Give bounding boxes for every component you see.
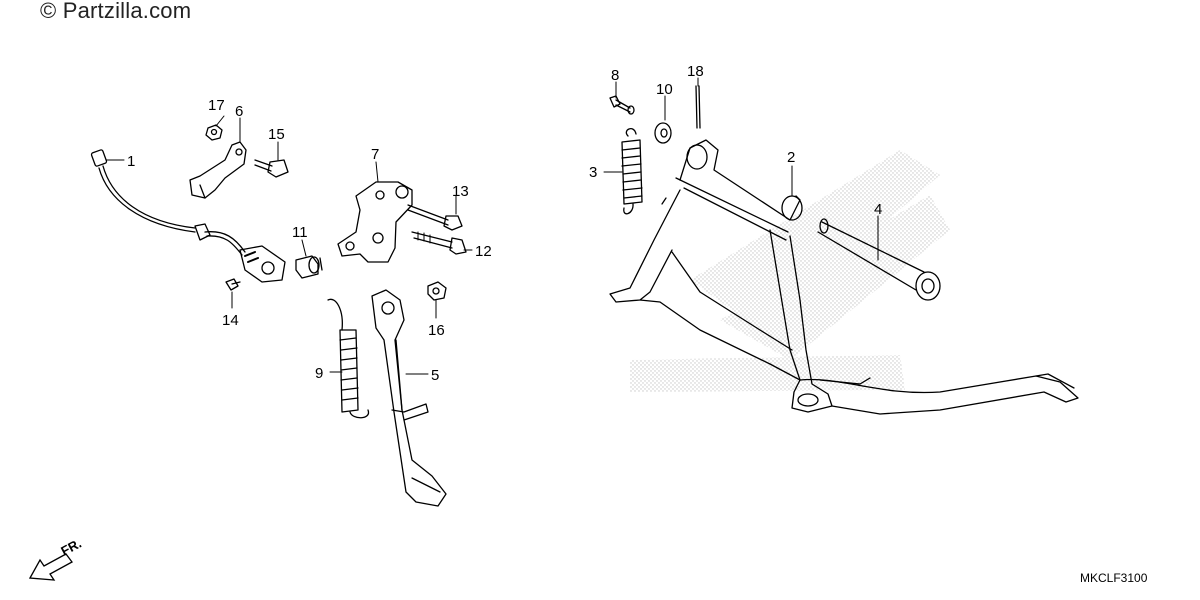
part-13-bolt[interactable] <box>407 204 463 231</box>
part-6-bracket[interactable] <box>189 141 247 199</box>
callout-2: 2 <box>787 149 795 166</box>
part-15-bolt[interactable] <box>254 159 289 178</box>
callout-6: 6 <box>235 103 243 120</box>
part-10-washer[interactable] <box>654 122 672 144</box>
part-1-side-stand-switch[interactable] <box>90 149 286 283</box>
callout-9: 9 <box>315 365 323 382</box>
honda-wing-watermark <box>630 150 950 392</box>
callout-17: 17 <box>208 97 225 114</box>
callout-8: 8 <box>611 67 619 84</box>
part-14-screw[interactable] <box>225 278 241 291</box>
part-4-shaft[interactable] <box>817 218 941 301</box>
part-18-cotter-pin[interactable] <box>695 85 701 129</box>
callout-5: 5 <box>431 367 439 384</box>
part-8-pin-bolt[interactable] <box>609 95 635 115</box>
part-12-pivot-bolt[interactable] <box>411 231 467 255</box>
callout-18: 18 <box>687 63 704 80</box>
callout-1: 1 <box>127 153 135 170</box>
callout-11: 11 <box>292 224 308 241</box>
callout-3: 3 <box>589 164 597 181</box>
part-16-nut[interactable] <box>427 281 447 301</box>
part-5-side-stand[interactable] <box>371 289 447 507</box>
callout-16: 16 <box>428 322 445 339</box>
callout-15: 15 <box>268 126 285 143</box>
callout-12: 12 <box>475 243 492 260</box>
part-17-nut[interactable] <box>205 124 223 141</box>
front-label: FR. <box>58 536 84 559</box>
partzilla-watermark: © Partzilla.com <box>40 0 192 23</box>
callout-7: 7 <box>371 146 379 163</box>
diagram-code: MKCLF3100 <box>1080 571 1148 585</box>
part-11-collar[interactable] <box>295 255 323 279</box>
callout-10: 10 <box>656 81 673 98</box>
callout-labels: 1 2 3 4 5 6 7 8 9 10 11 12 13 14 15 16 1… <box>127 63 882 384</box>
arrow-left-icon <box>28 553 73 581</box>
callout-4: 4 <box>874 201 882 218</box>
part-7-pivot-bracket[interactable] <box>337 181 413 263</box>
callout-13: 13 <box>452 183 469 200</box>
front-direction-arrow: FR. <box>28 536 84 581</box>
part-9-side-stand-spring[interactable] <box>327 298 370 419</box>
part-3-main-stand-spring[interactable] <box>621 128 643 215</box>
leader-lines <box>105 77 879 375</box>
callout-14: 14 <box>222 312 239 329</box>
part-2-main-stand[interactable] <box>609 139 1079 415</box>
